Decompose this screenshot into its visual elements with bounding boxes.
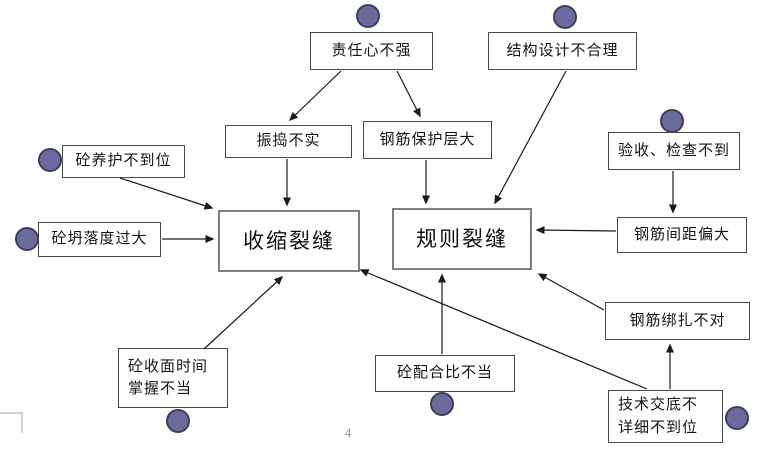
node-vibration: 振捣不实 (225, 125, 352, 158)
node-inspection: 验收、检查不到 (608, 132, 740, 170)
page-number: 4 (344, 425, 352, 440)
arrow-design-to-regular (494, 70, 567, 205)
node-structure-design: 结构设计不合理 (488, 32, 637, 70)
node-rebar-tying: 钢筋绑扎不对 (605, 302, 750, 340)
arrow-responsibility-to-cover (396, 70, 421, 118)
bullet-circle-icon (660, 109, 684, 133)
node-curing: 砼养护不到位 (62, 145, 185, 178)
arrow-responsibility-to-vibration (288, 70, 342, 122)
arrow-spacing-to-regular (535, 226, 617, 235)
arrow-finishing-to-shrinkage (203, 275, 284, 350)
bullet-circle-icon (356, 4, 380, 28)
bullet-circle-icon (15, 227, 39, 251)
node-rebar-spacing: 钢筋间距偏大 (617, 217, 747, 253)
bullet-circle-icon (166, 409, 190, 433)
node-slump: 砼坍落度过大 (38, 222, 161, 257)
arrow-tying-to-regular (537, 273, 605, 311)
bullet-circle-icon (430, 392, 454, 416)
bullet-circle-icon (553, 5, 577, 29)
node-regular-crack: 规则裂缝 (392, 208, 532, 270)
arrow-curing-to-shrinkage (119, 177, 214, 210)
node-finishing-time: 砼收面时间 掌握不当 (118, 348, 228, 408)
node-responsibility: 责任心不强 (310, 32, 433, 70)
node-cover-layer: 钢筋保护层大 (363, 121, 492, 159)
node-mix-ratio: 砼配合比不当 (375, 355, 515, 392)
node-disclosure: 技术交底不 详细不到位 (608, 390, 723, 443)
node-shrinkage-crack: 收缩裂缝 (218, 210, 360, 272)
bullet-circle-icon (725, 406, 749, 430)
bullet-circle-icon (38, 148, 62, 172)
slide-frame-corner-line (0, 412, 23, 433)
